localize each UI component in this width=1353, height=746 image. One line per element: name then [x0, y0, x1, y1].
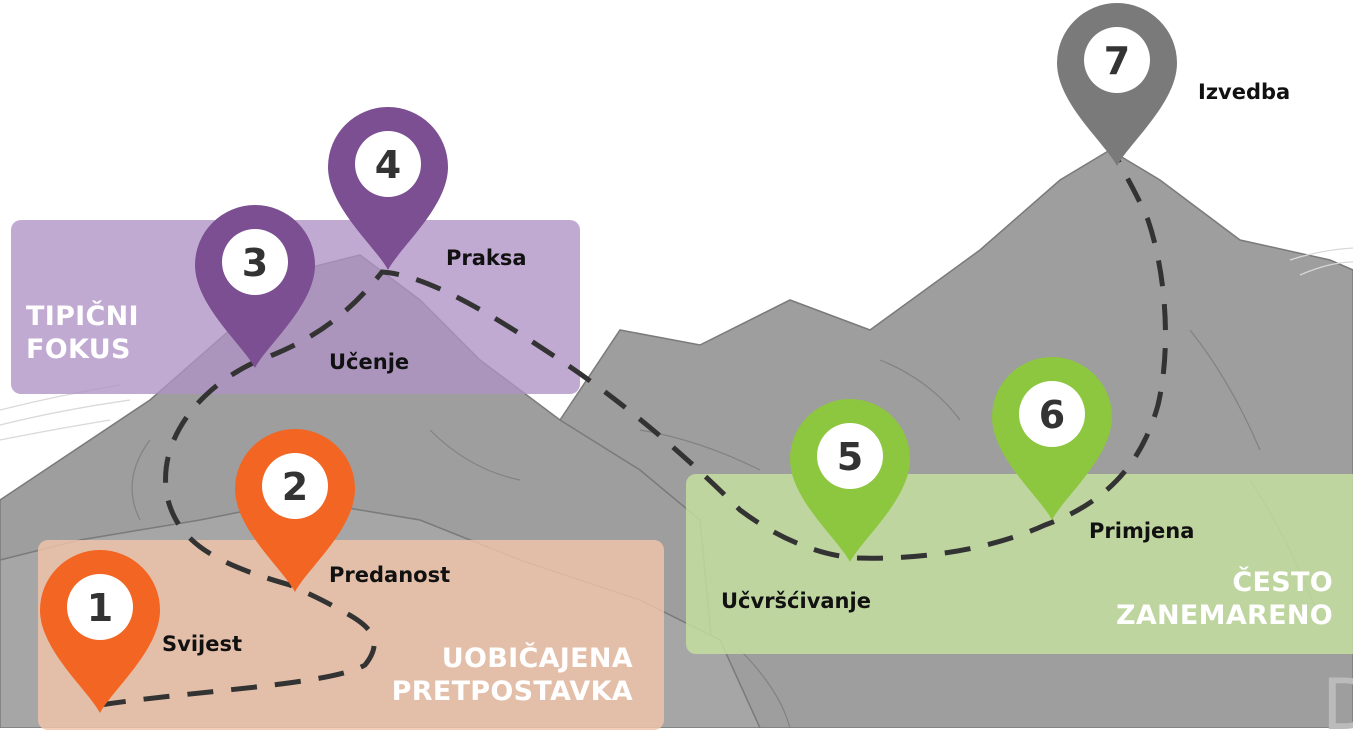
- pin-7: 7: [1057, 3, 1177, 166]
- dashed-path: [99, 158, 1168, 708]
- corner-logo-letter: D: [1322, 664, 1353, 746]
- typical-focus-line-2: FOKUS: [26, 334, 131, 365]
- often-neglected-line-2: ZANEMARENO: [1115, 600, 1333, 631]
- step-label-learning: Učenje: [329, 350, 410, 374]
- pin-5-number: 5: [837, 435, 863, 479]
- pin-4-number: 4: [375, 143, 401, 187]
- step-label-awareness: Svijest: [162, 632, 242, 656]
- step-label-commitment: Predanost: [329, 563, 451, 587]
- pin-3-number: 3: [242, 241, 268, 285]
- pin-4: 4: [328, 107, 448, 270]
- pin-1: 1: [40, 550, 160, 713]
- common-assumption-title: UOBIČAJENA PRETPOSTAVKA: [392, 642, 633, 708]
- often-neglected-zone: [686, 474, 1353, 654]
- step-label-practice: Praksa: [446, 246, 527, 270]
- step-label-performance: Izvedba: [1198, 80, 1291, 104]
- pin-2: 2: [235, 429, 355, 592]
- pin-2-number: 2: [282, 465, 308, 509]
- common-assumption-line-1: UOBIČAJENA: [441, 643, 633, 674]
- typical-focus-title: TIPIČNI FOKUS: [26, 300, 139, 366]
- often-neglected-line-1: ČESTO: [1232, 567, 1333, 598]
- pin-3: 3: [195, 205, 315, 368]
- journey-overlay: 1 2 3 4 5 6 7: [40, 3, 1177, 713]
- common-assumption-line-2: PRETPOSTAVKA: [391, 676, 633, 707]
- typical-focus-line-1: TIPIČNI: [26, 301, 139, 332]
- pin-6-number: 6: [1039, 393, 1065, 437]
- pin-1-number: 1: [87, 586, 113, 630]
- pin-7-number: 7: [1104, 39, 1130, 83]
- step-label-application: Primjena: [1089, 519, 1195, 543]
- often-neglected-title: ČESTO ZANEMARENO: [1116, 566, 1333, 632]
- pin-6: 6: [992, 357, 1112, 520]
- step-label-reinforcement: Učvršćivanje: [721, 589, 871, 613]
- pin-5: 5: [790, 399, 910, 562]
